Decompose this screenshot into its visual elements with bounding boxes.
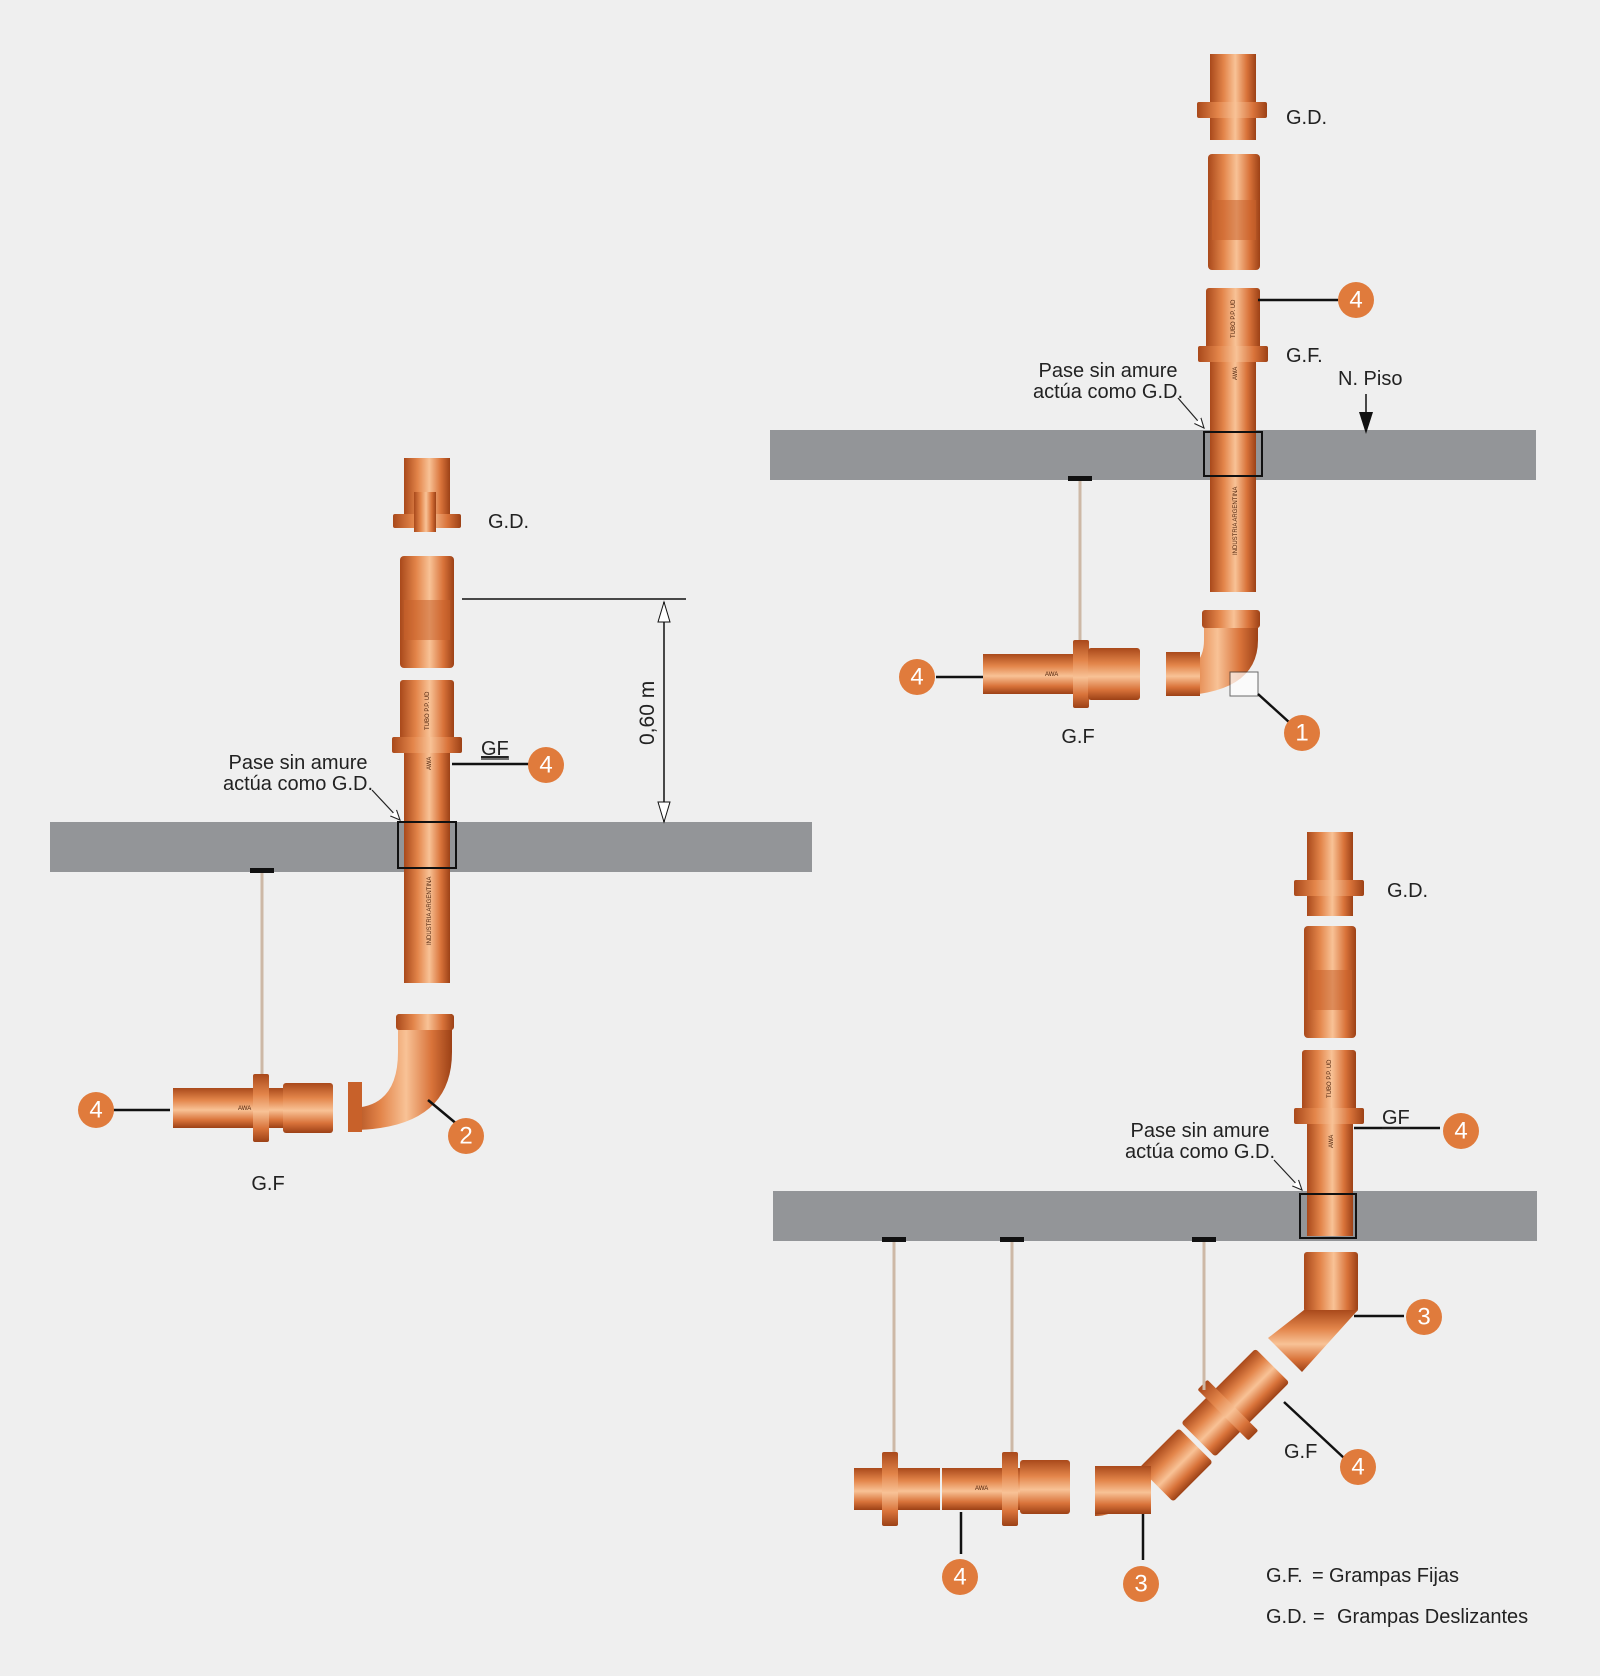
tr-n-piso-label: N. Piso (1338, 368, 1402, 390)
left-pipe-mark-tubo: TUBO P.P. UD (425, 691, 431, 730)
badge-4-tr-horizontal: 4 (899, 659, 935, 695)
br-pase-arrow (1273, 1159, 1302, 1190)
bottom-right-assembly: TUBO P.P. UD AWA AWA (854, 832, 1364, 1526)
legend-gd-eq: = (1313, 1606, 1325, 1628)
svg-text:4: 4 (539, 752, 552, 779)
legend-gd-abbr: G.D. (1266, 1606, 1307, 1628)
dimension-0-60m: 0,60 m (462, 598, 686, 824)
floor-slab-bottom-right (773, 1191, 1537, 1241)
badge-4-left-horizontal: 4 (78, 1092, 114, 1128)
left-pase-line1: Pase sin amure (229, 752, 368, 774)
svg-text:4: 4 (953, 1564, 966, 1591)
tr-pase-line1: Pase sin amure (1039, 360, 1178, 382)
br-pase-line2: actúa como G.D. (1125, 1141, 1275, 1163)
tr-pipe-mark-brand: AWA (1233, 367, 1239, 380)
floor-slab-top-right (770, 430, 1536, 480)
svg-text:4: 4 (910, 664, 923, 691)
left-gf-label: GF (481, 738, 509, 760)
br-gf-label-diagonal: G.F (1284, 1441, 1317, 1463)
legend-gd-meaning: Grampas Deslizantes (1337, 1606, 1528, 1628)
tr-horizontal-brand: AWA (1045, 672, 1058, 678)
svg-text:4: 4 (1349, 287, 1362, 314)
badge-3-br-lower-elbow: 3 (1123, 1566, 1159, 1602)
legend: G.F. = Grampas Fijas G.D. = Grampas Desl… (1266, 1565, 1528, 1628)
tr-pase-arrow (1177, 397, 1204, 428)
left-pase-line2: actúa como G.D. (223, 773, 373, 795)
badge-4-br-diagonal: 4 (1340, 1449, 1376, 1485)
tr-pipe-mark-industria: INDUSTRIA ARGENTINA (1233, 487, 1239, 555)
badge-4-tr-pipe: 4 (1338, 282, 1374, 318)
svg-text:2: 2 (459, 1123, 472, 1150)
badge-4-left-gf: 4 (528, 747, 564, 783)
badge-3-br-upper-elbow: 3 (1406, 1299, 1442, 1335)
legend-gf-abbr: G.F. (1266, 1565, 1303, 1587)
tr-pipe-mark-tubo: TUBO P.P. UD (1231, 299, 1237, 338)
svg-text:3: 3 (1134, 1571, 1147, 1598)
left-gf-bottom-label: G.F (251, 1173, 284, 1195)
br-gf-label: GF (1382, 1107, 1410, 1129)
left-pase-arrow (371, 789, 400, 820)
br-pase-line1: Pase sin amure (1131, 1120, 1270, 1142)
svg-text:4: 4 (1351, 1454, 1364, 1481)
legend-gf-meaning: Grampas Fijas (1329, 1565, 1459, 1587)
top-right-assembly: TUBO P.P. UD INDUSTRIA ARGENTINA AWA AWA (983, 54, 1268, 708)
left-pipe-mark-industria: INDUSTRIA ARGENTINA (427, 877, 433, 945)
tr-gf-label: G.F. (1286, 345, 1323, 367)
left-assembly: TUBO P.P. UD INDUSTRIA ARGENTINA AWA AWA (173, 458, 462, 1142)
badge-1-tr-elbow: 1 (1284, 715, 1320, 751)
tr-pase-line2: actúa como G.D. (1033, 381, 1183, 403)
br-gd-label: G.D. (1387, 880, 1428, 902)
svg-text:4: 4 (89, 1097, 102, 1124)
badge-4-br-gf: 4 (1443, 1113, 1479, 1149)
badge-4-br-horizontal: 4 (942, 1559, 978, 1595)
badges: 4 4 2 4 4 1 4 3 (78, 282, 1479, 1602)
tr-gf-bottom-label: G.F (1061, 726, 1094, 748)
svg-text:3: 3 (1417, 1304, 1430, 1331)
legend-gf-eq: = (1312, 1565, 1324, 1587)
br-pipe-mark-tubo: TUBO P.P. UD (1327, 1059, 1333, 1098)
n-piso-arrowhead (1359, 412, 1373, 434)
left-horizontal-brand: AWA (238, 1106, 251, 1112)
left-gd-label: G.D. (488, 511, 529, 533)
tr-gd-label: G.D. (1286, 107, 1327, 129)
left-pipe-mark-brand: AWA (427, 757, 433, 770)
badge-2-left-elbow: 2 (448, 1118, 484, 1154)
svg-text:4: 4 (1454, 1118, 1467, 1145)
br-horizontal-brand: AWA (975, 1486, 988, 1492)
br-pipe-mark-brand: AWA (1329, 1135, 1335, 1148)
dimension-label: 0,60 m (636, 681, 659, 745)
svg-text:1: 1 (1295, 720, 1308, 747)
